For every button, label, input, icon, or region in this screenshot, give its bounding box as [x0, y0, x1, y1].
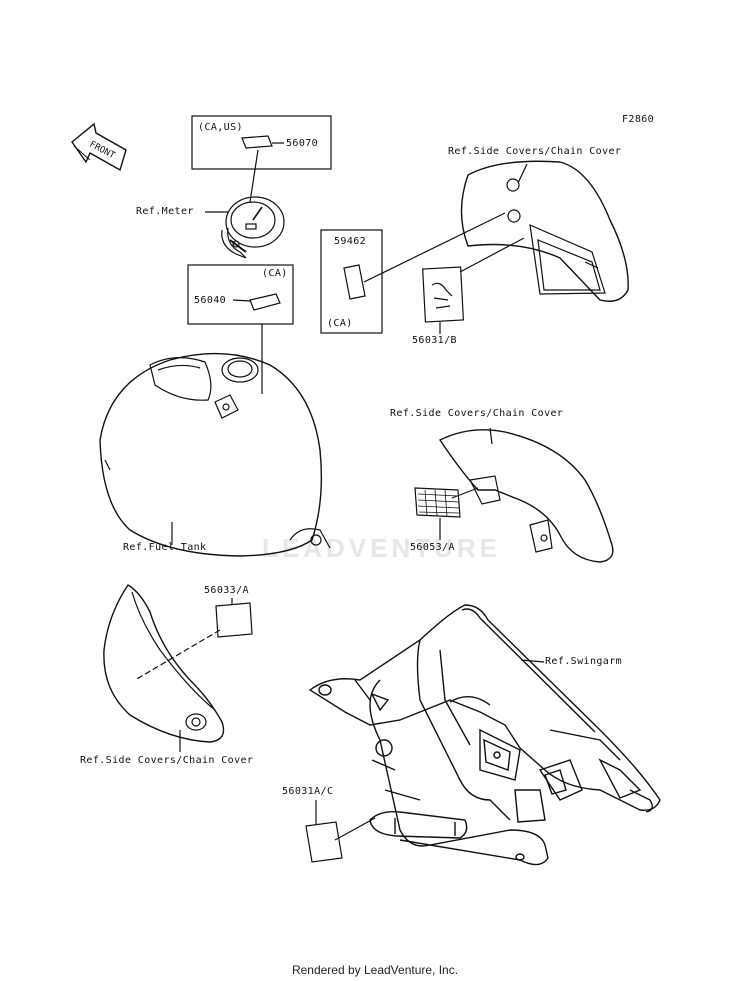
callout-box-56040: [187, 264, 294, 325]
label-decal-56070: [241, 135, 273, 149]
callout-ca-1: (CA): [262, 268, 288, 279]
footer-credit: Rendered by LeadVenture, Inc.: [291, 963, 459, 977]
label-decal-56033a: [215, 602, 253, 638]
callout-ref-swingarm: Ref.Swingarm: [545, 656, 623, 667]
callout-ref-meter: Ref.Meter: [136, 206, 194, 217]
label-decal-56040: [249, 293, 281, 311]
label-decal-56053a: [414, 487, 461, 518]
callout-box-59462: [320, 229, 383, 334]
label-decal-56031b: [422, 266, 465, 323]
callout-56040: 56040: [194, 295, 227, 306]
figure-code: F2860: [622, 114, 655, 125]
swingarm: [308, 604, 661, 866]
label-decal-59462: [343, 264, 366, 300]
callout-56031b: 56031/B: [412, 335, 457, 346]
speedometer: [221, 196, 285, 259]
callout-ref-side-covers-1: Ref.Side Covers/Chain Cover: [448, 146, 622, 157]
upper-side-cover: [460, 160, 629, 302]
callout-59462: 59462: [334, 236, 367, 247]
front-arrow-icon: FRONT: [71, 122, 127, 172]
fuel-tank: [99, 352, 331, 557]
callout-56053a: 56053/A: [410, 542, 455, 553]
label-decal-56031ac: [305, 821, 343, 863]
callout-ca-us: (CA,US): [198, 122, 243, 133]
callout-56031ac: 56031A/C: [282, 786, 334, 797]
callout-box-56070: [191, 115, 332, 170]
callout-56070: 56070: [286, 138, 319, 149]
middle-side-cover: [438, 429, 614, 563]
watermark: LEADVENTURE: [262, 533, 502, 563]
callout-ca-2: (CA): [327, 318, 353, 329]
lower-side-cover: [103, 584, 225, 743]
callout-ref-side-covers-2: Ref.Side Covers/Chain Cover: [390, 408, 564, 419]
callout-ref-side-covers-3: Ref.Side Covers/Chain Cover: [80, 755, 254, 766]
callout-56033a: 56033/A: [204, 585, 249, 596]
callout-ref-fuel-tank: Ref.Fuel Tank: [123, 542, 207, 553]
